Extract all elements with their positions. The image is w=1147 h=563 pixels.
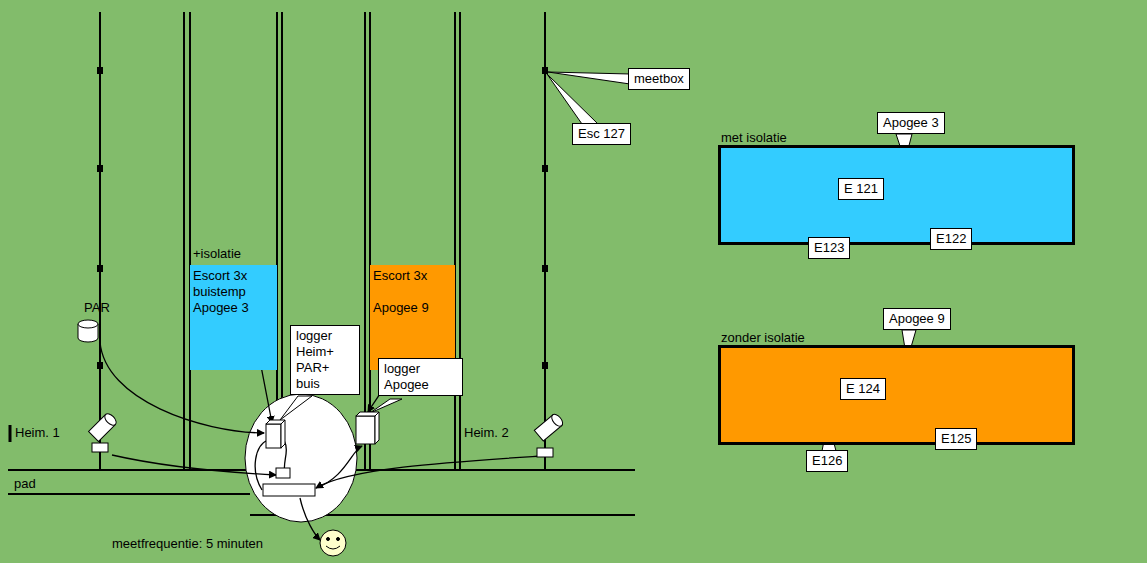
sensor-label: Heim. 1 [15,425,60,441]
sensor-zone: met isolatieE 121 [718,145,1075,245]
node-text: E 121 [844,181,878,197]
callout-box: Apogee 9 [883,308,951,330]
sensor-label: PAR [84,300,110,316]
node-text: E 124 [846,381,880,397]
zone-heading: zonder isolatie [721,330,805,345]
note: meetfrequentie: 5 minuten [112,536,263,552]
callout-box: Esc 127 [572,123,631,145]
callout-box: E 121 [838,178,884,200]
node-text: Apogee 3 [883,115,939,131]
sensor-zone: zonder isolatieE 124 [718,345,1075,445]
node-text: Apogee 9 [889,311,945,327]
zone-heading: +isolatie [193,246,241,262]
callout-box: logger Apogee [378,358,463,396]
node-text: Apogee 9 [373,300,452,316]
node-text: Esc 127 [578,126,625,142]
node-text: logger Apogee [384,361,457,393]
path-label: pad [14,476,36,492]
compartment-band: +isolatieEscort 3x buistemp Apogee 3 [190,265,277,370]
node-text: Escort 3x [373,268,452,284]
node-text: meetbox [634,71,684,87]
node-text: E122 [936,231,966,247]
callout-box: E 124 [840,378,886,400]
callout-box: E123 [808,237,850,259]
node-text: E126 [812,453,842,469]
callout-box: E126 [806,450,848,472]
zone-heading: met isolatie [721,130,787,145]
callout-box: Apogee 3 [877,112,945,134]
node-text: Escort 3x buistemp Apogee 3 [193,268,274,316]
node-text: E125 [941,431,971,447]
callout-box: meetbox [628,68,690,90]
callout-box: E122 [930,228,972,250]
compartment-band: Escort 3x Apogee 9 [370,265,455,370]
callout-box: logger Heim+ PAR+ buis [290,325,360,395]
node-text: logger Heim+ PAR+ buis [296,328,354,392]
callout-box: E125 [935,428,977,450]
sensor-label: Heim. 2 [464,425,509,441]
node-text: E123 [814,240,844,256]
